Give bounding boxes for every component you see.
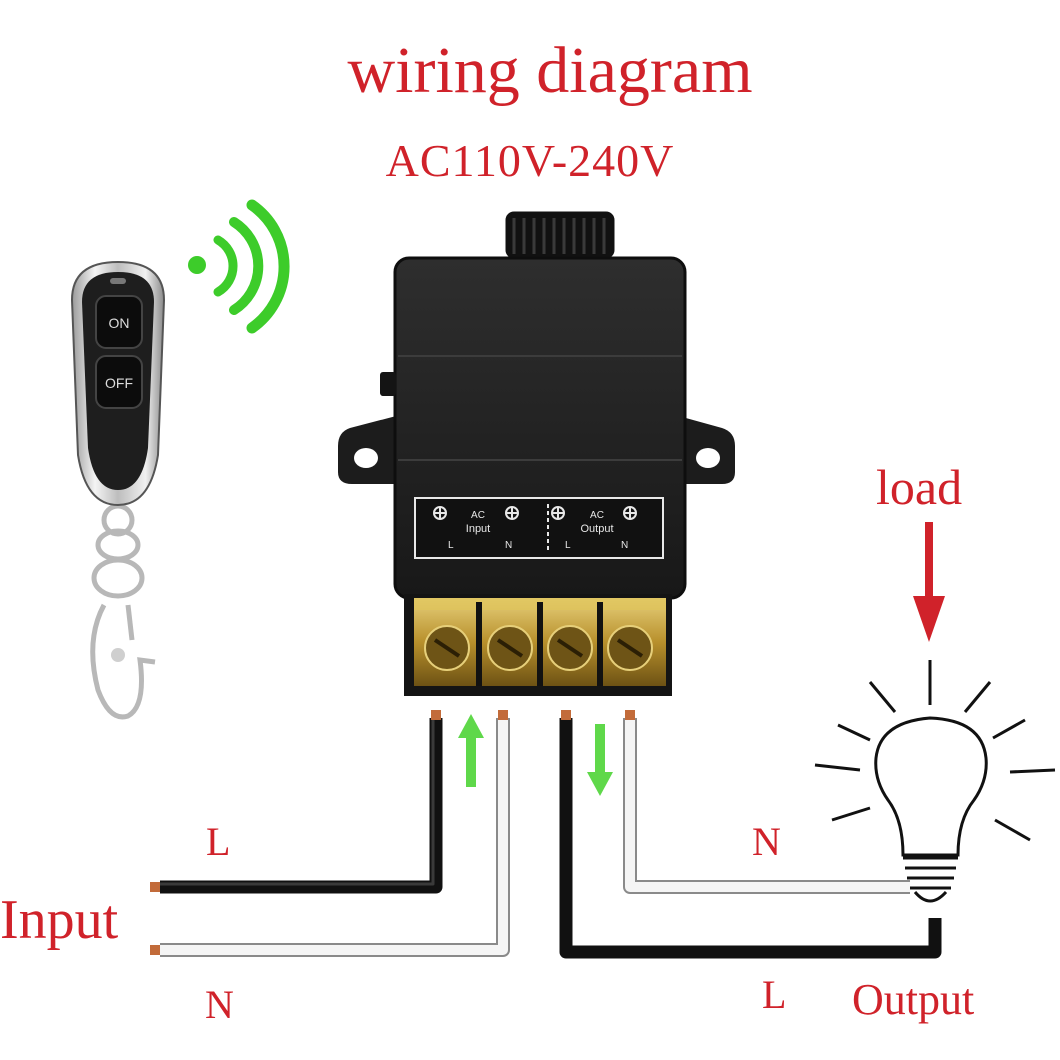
receiver-module: AC Input AC Output L N L N xyxy=(338,211,735,696)
up-arrow-icon xyxy=(458,714,484,787)
terminal-n2-text: N xyxy=(621,540,628,551)
load-label: load xyxy=(876,459,963,515)
wiring xyxy=(150,710,942,959)
output-live-label: L xyxy=(762,972,787,1017)
output-live-wire xyxy=(559,718,942,959)
diagram-title: wiring diagram xyxy=(347,34,753,107)
remote-on-button[interactable] xyxy=(95,295,143,349)
antenna-coil xyxy=(505,211,615,259)
input-neutral-label: N xyxy=(205,982,234,1027)
terminal-l1-text: L xyxy=(448,540,454,551)
load-arrow-icon xyxy=(913,522,945,642)
terminal-block xyxy=(404,594,672,696)
voltage-subtitle: AC110V-240V xyxy=(385,135,675,186)
output-ac-text: AC xyxy=(590,510,604,521)
terminal-n1-text: N xyxy=(505,540,512,551)
wireless-signal-icon xyxy=(188,199,290,334)
remote-control-icon: ON OFF xyxy=(70,260,166,720)
input-label: Input xyxy=(0,889,119,951)
output-panel-text: Output xyxy=(580,523,613,535)
light-bulb-icon xyxy=(814,660,1056,903)
terminal-l2-text: L xyxy=(565,540,571,551)
output-neutral-label: N xyxy=(752,819,781,864)
input-live-label: L xyxy=(206,819,231,864)
input-ac-text: AC xyxy=(471,510,485,521)
output-neutral-wire xyxy=(623,718,910,894)
input-neutral-wire xyxy=(160,718,510,957)
output-label: Output xyxy=(852,975,975,1024)
down-arrow-icon xyxy=(587,724,613,796)
remote-off-button[interactable] xyxy=(95,355,143,409)
input-live-wire xyxy=(160,718,443,894)
input-panel-text: Input xyxy=(466,523,490,535)
remote-off-label: OFF xyxy=(105,375,133,391)
remote-on-label: ON xyxy=(109,315,130,331)
